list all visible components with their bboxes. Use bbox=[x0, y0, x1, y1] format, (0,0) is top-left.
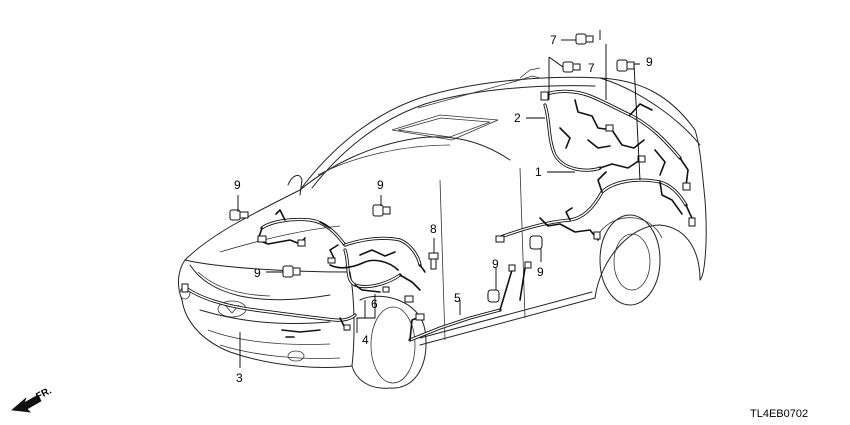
callout-3: 3 bbox=[236, 371, 243, 385]
direction-label: FR. bbox=[34, 385, 54, 402]
callout-7-lower: 7 bbox=[588, 61, 595, 75]
callout-6: 6 bbox=[371, 297, 378, 311]
callout-5: 5 bbox=[454, 291, 461, 305]
wire-harness-1-side-body bbox=[495, 171, 696, 243]
callout-2: 2 bbox=[514, 111, 521, 125]
diagram-code: TL4EB0702 bbox=[750, 408, 808, 420]
callout-labels: 1 2 3 4 5 6 7 7 8 9 9 9 9 9 9 bbox=[234, 33, 653, 385]
clip-9-engine bbox=[282, 265, 301, 278]
clip-7-lower bbox=[562, 61, 581, 73]
leader-lines bbox=[237, 30, 641, 368]
wire-harness-3-front-bumper bbox=[181, 283, 357, 338]
bolt-8 bbox=[428, 252, 439, 270]
wire-harness-5-floor bbox=[408, 261, 532, 342]
callout-9-hood: 9 bbox=[234, 178, 241, 192]
wire-harness-2-roof-rear bbox=[540, 89, 691, 191]
callout-9-door: 9 bbox=[537, 265, 544, 279]
arrow-icon bbox=[11, 394, 42, 413]
grommet-9-floor bbox=[487, 289, 500, 303]
clip-9-hood bbox=[229, 209, 249, 221]
car-body-outline bbox=[177, 67, 707, 389]
callout-9-dash-upper: 9 bbox=[377, 178, 384, 192]
wire-harness-4-6-dashboard bbox=[327, 236, 426, 303]
callout-8: 8 bbox=[430, 222, 437, 236]
wire-harness-engine-room bbox=[257, 209, 347, 247]
callout-7-upper: 7 bbox=[550, 33, 557, 47]
callout-9-roof-rear: 9 bbox=[646, 55, 653, 69]
callout-4: 4 bbox=[362, 333, 369, 347]
grommet-9-door bbox=[529, 235, 543, 250]
callout-9-engine: 9 bbox=[254, 266, 261, 280]
clip-7-upper bbox=[575, 33, 594, 45]
part-clips bbox=[229, 33, 635, 303]
callout-9-floor: 9 bbox=[492, 257, 499, 271]
clip-9-roof-rear bbox=[616, 59, 635, 72]
callout-1: 1 bbox=[535, 165, 542, 179]
clip-9-dash-upper bbox=[372, 204, 391, 217]
front-direction-arrow: FR. bbox=[11, 385, 54, 413]
